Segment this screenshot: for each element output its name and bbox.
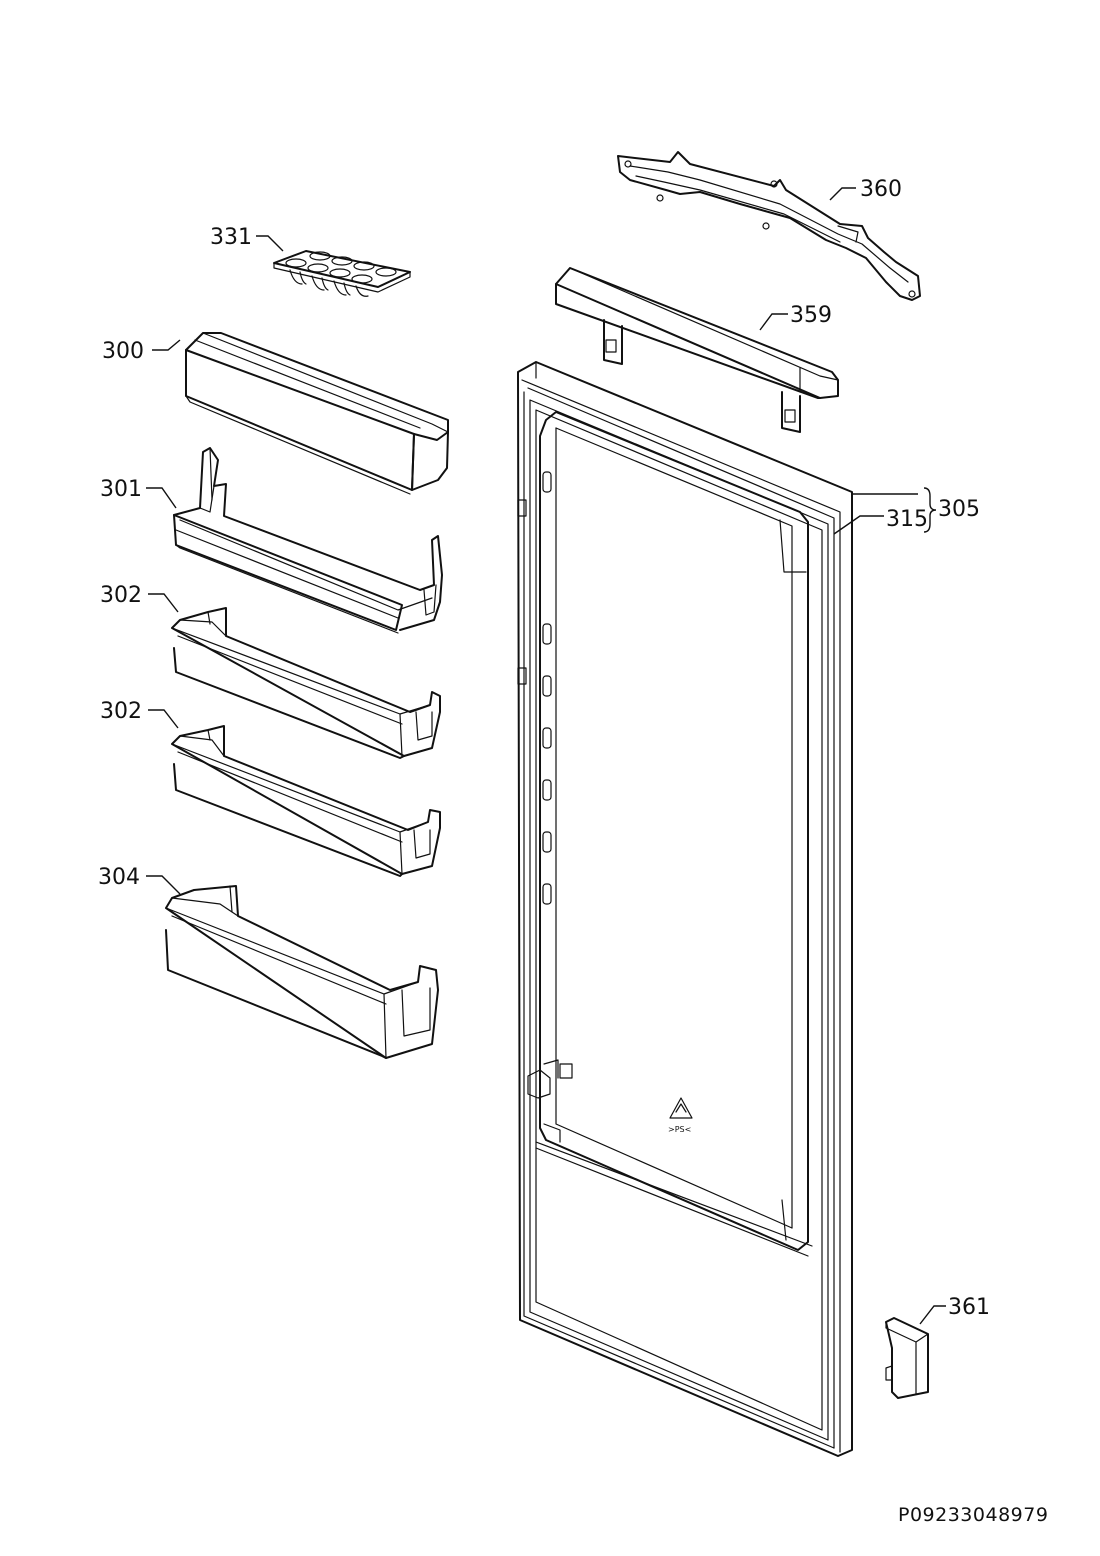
leader-301	[146, 487, 177, 509]
part-331-egg-tray	[273, 250, 411, 297]
leader-300	[152, 339, 181, 351]
label-300: 300	[102, 339, 144, 364]
part-304-bottle-shelf	[165, 885, 439, 1059]
part-302-door-shelf-upper	[171, 607, 441, 759]
diagram-reference-code: P09233048979	[898, 1504, 1048, 1526]
label-315: 315	[886, 507, 928, 532]
brace-305	[923, 487, 937, 533]
label-302a: 302	[100, 583, 142, 608]
label-360: 360	[860, 177, 902, 202]
label-359: 359	[790, 303, 832, 328]
part-359-top-trim	[555, 267, 839, 433]
recycling-code: >PS<	[668, 1125, 691, 1134]
label-302b: 302	[100, 699, 142, 724]
label-304: 304	[98, 865, 140, 890]
part-302-door-shelf-lower	[171, 725, 441, 877]
label-305: 305	[938, 497, 980, 522]
leader-361	[919, 1305, 946, 1325]
leader-302a	[148, 593, 179, 613]
part-300-dairy-cover	[185, 332, 449, 495]
part-361-hinge-cover	[885, 1317, 929, 1399]
leader-331	[256, 235, 284, 252]
leader-359	[759, 313, 788, 331]
leader-302b	[148, 709, 179, 729]
part-360-bracket	[617, 151, 921, 301]
label-301: 301	[100, 477, 142, 502]
part-301-door-shelf	[173, 447, 443, 634]
leader-360	[829, 187, 856, 201]
leader-304	[146, 875, 181, 895]
label-361: 361	[948, 1295, 990, 1320]
leader-315	[833, 515, 884, 535]
part-305-door-assembly: >PS<	[517, 361, 853, 1457]
label-331: 331	[210, 225, 252, 250]
